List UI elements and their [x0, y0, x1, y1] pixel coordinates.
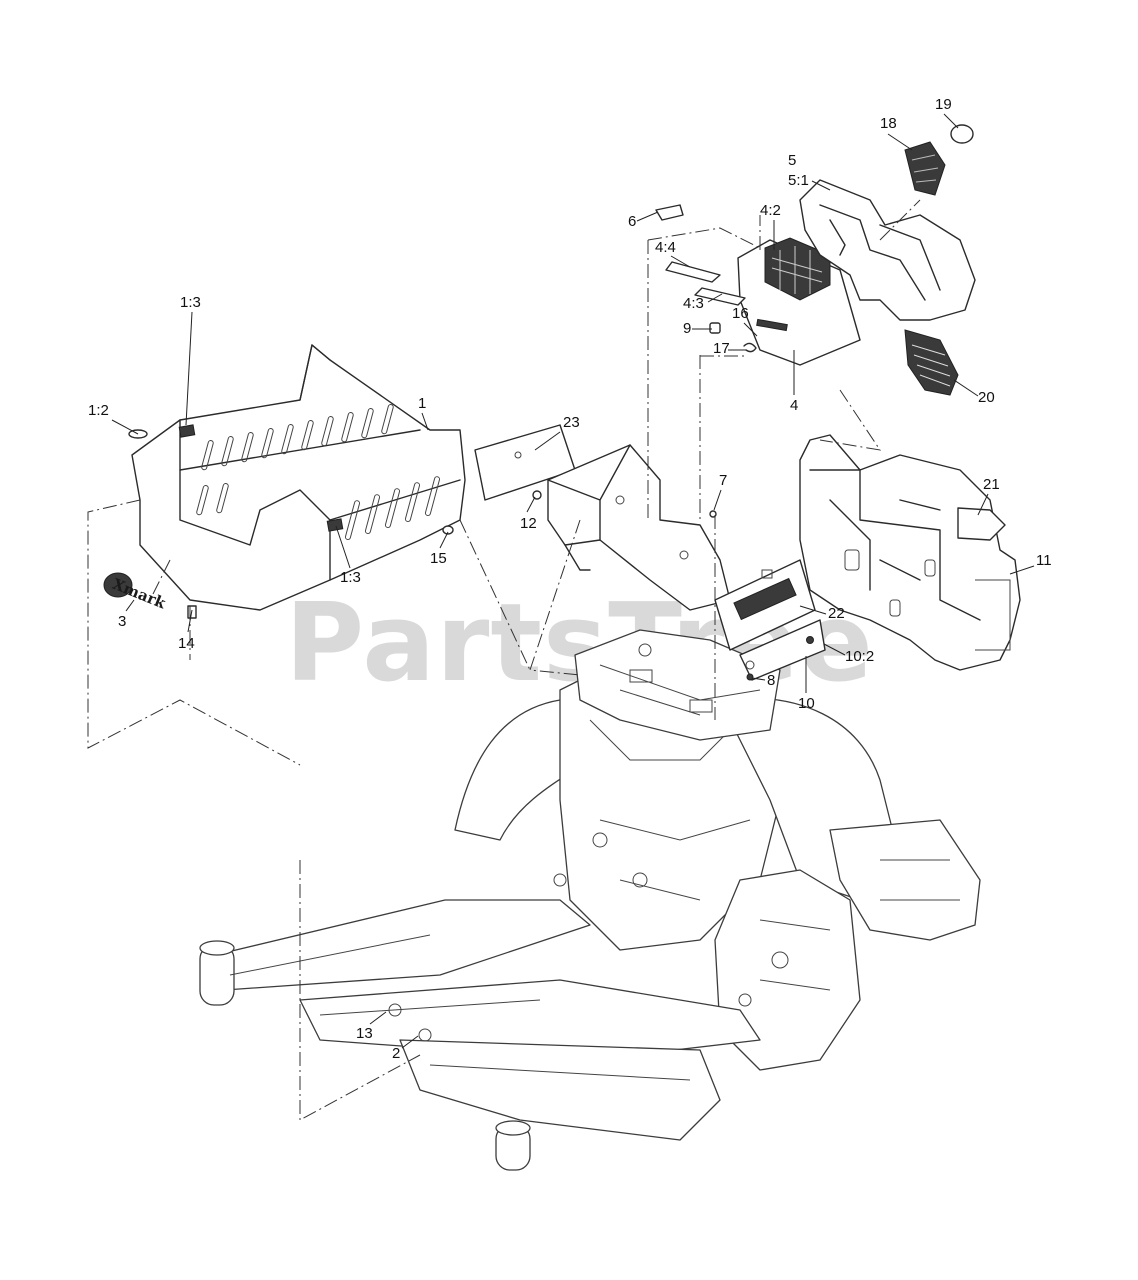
- callout-leader-19: [943, 113, 959, 129]
- callout-label-11: 11: [1036, 552, 1052, 569]
- callout-leader-10-2: [823, 643, 846, 656]
- callout-leader-12: [526, 496, 536, 513]
- callout-leader-6: [636, 211, 659, 222]
- callout-label-8: 8: [767, 672, 775, 689]
- callout-label-5: 5: [788, 152, 796, 169]
- callout-label-13: 13: [356, 1025, 373, 1042]
- cover-vent-slots: [196, 404, 441, 541]
- callout-label-1-3b: 1:3: [340, 569, 361, 586]
- nut-8: [746, 673, 754, 681]
- callout-label-21: 21: [983, 476, 1000, 493]
- callout-leader-16: [743, 322, 758, 337]
- callout-leader-2: [401, 1035, 419, 1049]
- callout-label-16: 16: [732, 305, 749, 322]
- callout-label-1-3a: 1:3: [180, 294, 201, 311]
- callout-label-4-4: 4:4: [655, 239, 676, 256]
- callout-label-10: 10: [798, 695, 815, 712]
- callout-leader-15: [439, 531, 449, 549]
- callout-leader-20: [953, 379, 979, 397]
- callout-leaders: [111, 113, 1035, 1049]
- callout-leader-21: [977, 493, 989, 516]
- callout-label-1: 1: [418, 395, 426, 412]
- part-21-grommet: [957, 507, 1006, 541]
- part-3-logo-decal: Xmark: [103, 572, 169, 613]
- callout-leader-1-3b: [335, 525, 351, 569]
- callout-leader-7: [713, 489, 722, 511]
- part-18-cap: [904, 141, 946, 196]
- part-4-3-decal: [694, 287, 746, 306]
- callout-label-1-2: 1:2: [88, 402, 109, 419]
- part-4-4-decal: [665, 261, 721, 283]
- callout-label-6: 6: [628, 213, 636, 230]
- chassis-frame: [199, 629, 981, 1171]
- callout-label-3: 3: [118, 613, 126, 630]
- callout-leader-5-1: [811, 180, 831, 191]
- callout-label-17: 17: [713, 340, 730, 357]
- nut-15: [442, 525, 454, 535]
- latch-6: [655, 204, 684, 221]
- decal-1-3-top: [178, 424, 196, 438]
- decal-1-3-bottom: [326, 518, 344, 532]
- callout-label-10-2: 10:2: [845, 648, 874, 665]
- callout-label-9: 9: [683, 320, 691, 337]
- part-4-console-panel: [655, 204, 861, 366]
- callout-leader-23: [534, 431, 561, 451]
- part-1-cover-shroud: [128, 344, 466, 619]
- callout-leader-4-4: [670, 255, 691, 268]
- callout-leader-14: [187, 609, 193, 633]
- callout-label-22: 22: [828, 605, 845, 622]
- callout-label-14: 14: [178, 635, 195, 652]
- callout-leader-1-3a: [185, 311, 193, 426]
- knob-9: [709, 322, 721, 334]
- callout-leader-8: [751, 677, 766, 681]
- assembly-lines: [87, 199, 921, 1121]
- clip-17: [743, 342, 757, 353]
- callout-label-4-3: 4:3: [683, 295, 704, 312]
- callout-label-7: 7: [719, 472, 727, 489]
- part-4-2-control-block: [764, 237, 831, 301]
- part-16-strip: [756, 318, 788, 332]
- callout-leader-1-2: [111, 419, 139, 435]
- callout-label-5-1: 5:1: [788, 172, 809, 189]
- callout-leader-13: [369, 1011, 387, 1025]
- callout-label-4: 4: [790, 397, 798, 414]
- callout-leader-11: [1009, 565, 1035, 575]
- callout-label-12: 12: [520, 515, 537, 532]
- callout-leader-1: [421, 412, 429, 431]
- part-5-upper-cover: [799, 179, 976, 321]
- part-10-2-nut: [806, 636, 814, 644]
- part-22-plate: [714, 559, 816, 651]
- callout-leader-3: [125, 599, 135, 612]
- svg-text:Xmark: Xmark: [110, 575, 169, 613]
- callout-label-19: 19: [935, 96, 952, 113]
- part-11-side-panel: [799, 434, 1021, 671]
- callout-label-15: 15: [430, 550, 447, 567]
- callout-leader-22: [799, 605, 827, 615]
- part-20-grille: [904, 329, 959, 396]
- callout-label-18: 18: [880, 115, 897, 132]
- callout-label-4-2: 4:2: [760, 202, 781, 219]
- callout-label-20: 20: [978, 389, 995, 406]
- callout-leader-18: [887, 133, 913, 151]
- callout-label-23: 23: [563, 414, 580, 431]
- part-19-disc: [950, 124, 974, 144]
- callout-leader-4-3: [707, 293, 723, 303]
- callout-label-2: 2: [392, 1045, 400, 1062]
- part-10-bracket: [739, 619, 826, 681]
